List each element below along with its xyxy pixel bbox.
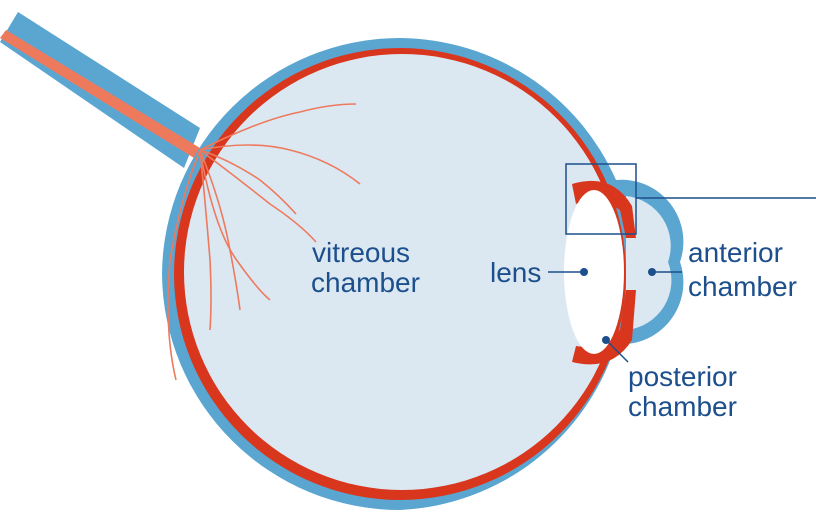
anterior-chamber-pointer-dot (648, 268, 656, 276)
lens-label: lens (490, 257, 541, 288)
posterior-chamber-pointer-dot (602, 336, 610, 344)
vitreous-chamber-label-line1: vitreous (312, 237, 410, 268)
anterior-chamber-label-line1: anterior (688, 237, 783, 268)
lens-pointer-dot (580, 268, 588, 276)
anterior-chamber-label-line2: chamber (688, 271, 797, 302)
posterior-chamber-label-line2: chamber (628, 391, 737, 422)
optic-nerve (0, 12, 200, 168)
posterior-chamber-label-line1: posterior (628, 361, 737, 392)
vitreous-chamber-label-line2: chamber (311, 267, 420, 298)
optic-nerve-core (0, 30, 200, 158)
